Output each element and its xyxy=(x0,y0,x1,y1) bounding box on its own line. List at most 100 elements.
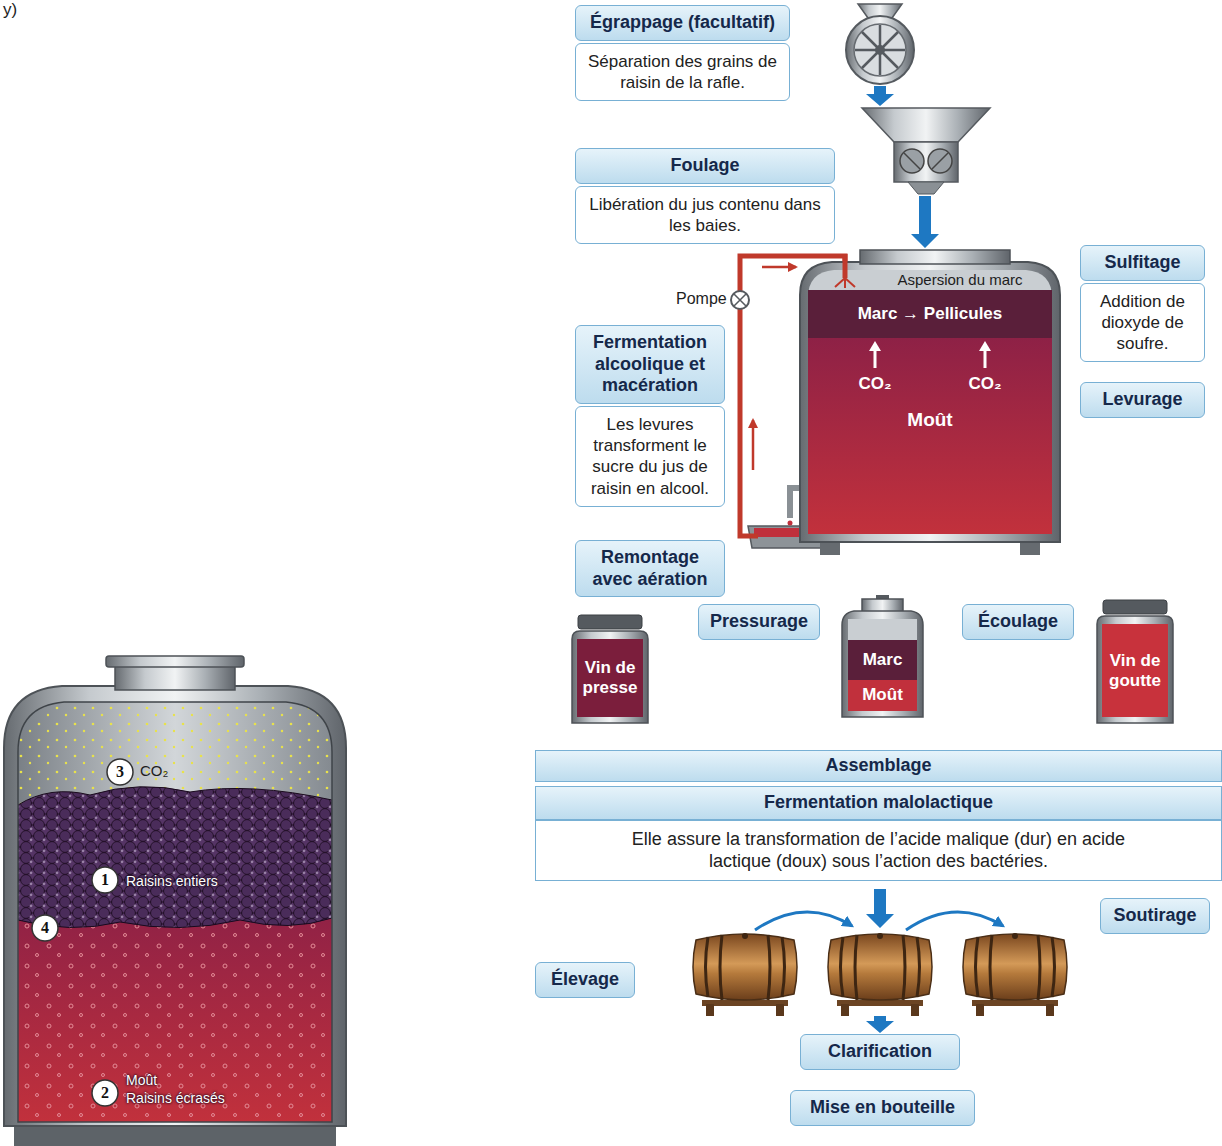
machine-arrow xyxy=(911,196,939,248)
step-tag: Pressurage xyxy=(698,604,820,640)
tank-body xyxy=(842,611,923,717)
spray-pipe xyxy=(843,254,848,278)
callout-circle xyxy=(107,759,133,785)
step-title: Clarification xyxy=(800,1034,960,1070)
must xyxy=(18,905,332,1125)
step-box: FoulageLibération du jus contenu dans le… xyxy=(575,148,835,244)
tank-neck xyxy=(115,664,235,690)
tank-neck xyxy=(860,250,1010,264)
callout-circle xyxy=(92,1080,118,1106)
racking-arrow xyxy=(755,912,852,930)
step-title: Égrappage (facultatif) xyxy=(575,5,790,41)
step-description: Addition de dioxyde de soufre. xyxy=(1080,283,1205,363)
layer-label: Marc → Pellicules xyxy=(808,290,1052,338)
pomace-cap xyxy=(848,640,917,680)
flow-arrow xyxy=(752,420,755,470)
tank-body xyxy=(1097,616,1173,723)
part-name: Raisins entiers xyxy=(126,873,218,889)
gas-arrow xyxy=(984,350,987,368)
pomace-cap xyxy=(808,290,1052,338)
barrel xyxy=(963,933,1067,1016)
destemmer-drum xyxy=(854,24,906,76)
step-title: Pressurage xyxy=(698,604,820,640)
part-name: Moût xyxy=(126,1072,157,1088)
tank-contents xyxy=(18,700,332,1125)
racking-arrow xyxy=(906,912,1003,930)
process-arrow xyxy=(866,1016,894,1033)
pump-cross xyxy=(734,294,746,306)
crusher-body xyxy=(894,142,958,182)
roller-spiral xyxy=(904,153,948,169)
drip xyxy=(788,521,793,526)
step-title: Assemblage xyxy=(535,750,1222,782)
process-arrow xyxy=(866,889,894,928)
step-description: Séparation des grains de raisin de la ra… xyxy=(575,43,790,102)
step-title: Fermentation alcoolique et macération xyxy=(575,325,725,404)
step-description: Elle assure la transformation de l’acide… xyxy=(535,820,1222,881)
step-tag: Élevage xyxy=(535,962,635,998)
step-tag: Écoulage xyxy=(962,604,1074,640)
step-title: Levurage xyxy=(1080,382,1205,418)
tank-inside xyxy=(848,619,917,640)
step-title: Élevage xyxy=(535,962,635,998)
must xyxy=(808,338,1052,534)
step-tag: Levurage xyxy=(1080,382,1205,418)
gas-arrow xyxy=(979,341,991,351)
tank-label: Vin de goutte xyxy=(1102,624,1168,717)
callout-number: 3 xyxy=(107,759,133,785)
tank-lid xyxy=(1103,600,1167,614)
destemmer-blades xyxy=(855,25,905,75)
tank-body xyxy=(4,686,346,1126)
drain-pipe xyxy=(790,488,800,518)
page-fragment: y) xyxy=(3,0,17,20)
tank-label: Vin de presse xyxy=(577,639,643,717)
step-tag: Clarification xyxy=(800,1034,960,1070)
tank-inner-wall xyxy=(18,702,332,1122)
step-title: Écoulage xyxy=(962,604,1074,640)
tank-body xyxy=(572,631,648,723)
spray xyxy=(835,278,855,288)
step-tag: Soutirage xyxy=(1100,898,1210,934)
tank-note: Aspersion du marc xyxy=(870,270,1050,290)
whole-grapes xyxy=(18,787,332,928)
step-title: Sulfitage xyxy=(1080,245,1205,281)
wine-tank: Vin de goutte xyxy=(1095,600,1175,725)
callout-number: 4 xyxy=(32,915,58,941)
flow-arrow xyxy=(762,266,796,269)
part-name: Raisins écrasés xyxy=(126,1090,225,1106)
layer-label: Moût xyxy=(848,680,917,710)
wine xyxy=(577,639,643,717)
destemmer xyxy=(846,16,914,84)
step-band: Assemblage xyxy=(535,750,1222,782)
step-tag: Remontage avec aération xyxy=(575,540,725,597)
must-bubbles xyxy=(18,905,332,1125)
step-description: Les levures transforment le sucre du jus… xyxy=(575,406,725,507)
callout-circle xyxy=(32,915,58,941)
gas-label: CO₂ xyxy=(950,372,1020,396)
tank-inside xyxy=(18,700,332,1125)
callout-circle xyxy=(92,867,118,893)
barrel xyxy=(828,933,932,1016)
step-title: Foulage xyxy=(575,148,835,184)
wine xyxy=(1102,624,1168,717)
pump xyxy=(731,291,749,309)
gas-arrow xyxy=(869,341,881,351)
fermentation-tank: Aspersion du marcMarc → PelliculesCO₂ CO₂… xyxy=(800,250,1060,555)
gas-label: CO₂ xyxy=(840,372,910,396)
must xyxy=(848,680,917,711)
tank-lid xyxy=(106,656,244,667)
wine-tank: Vin de presse xyxy=(570,615,650,725)
callout-number: 2 xyxy=(92,1080,118,1106)
step-title: Mise en bouteille xyxy=(790,1090,975,1126)
callout-number: 1 xyxy=(92,867,118,893)
step-tag: Mise en bouteille xyxy=(790,1090,975,1126)
step-description: Libération du jus contenu dans les baies… xyxy=(575,186,835,245)
step-box: Fermentation alcoolique et macérationLes… xyxy=(575,325,725,507)
crusher-hopper xyxy=(862,108,990,142)
tank-body xyxy=(800,262,1060,542)
step-title: Fermentation malolactique xyxy=(535,786,1222,820)
tank-lid xyxy=(578,615,642,629)
crusher-outlet xyxy=(908,182,944,194)
barrel xyxy=(693,933,797,1016)
